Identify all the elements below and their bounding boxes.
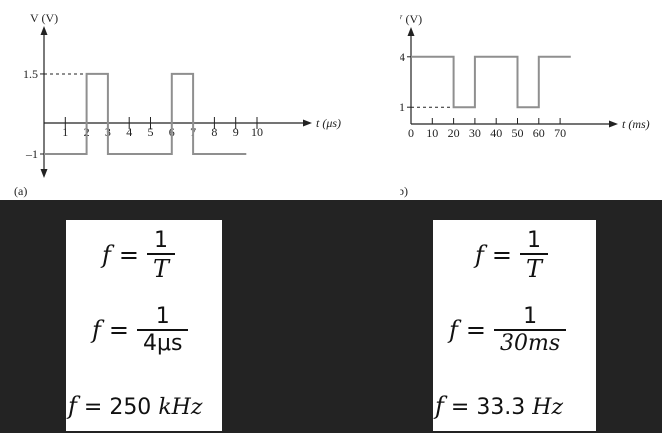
equation-b-1: f = 1 T [433,228,638,283]
numerator: 1 [155,304,170,329]
x-axis-label: t (ms) [622,117,650,131]
result-value: = 33.3 [450,395,533,420]
panel-label-b: (b) [400,184,408,198]
fraction: 1 30ms [494,304,567,356]
panel-label-a: (a) [14,184,27,198]
equation-a-1: f = 1 T [66,228,258,283]
x-tick-label: 8 [211,125,217,139]
y-tick-label: –1 [25,147,38,161]
x-tick-label: 70 [554,126,566,140]
numerator: 1 [527,228,541,253]
y-tick-label: 1.5 [23,67,38,81]
x-tick-label: 10 [251,125,263,139]
lhs-f: f [92,315,101,344]
result-unit: kHz [158,395,203,420]
y-axis-arrow-up [407,27,415,36]
y-tick-label: 4 [400,50,405,64]
y-tick-label: 1 [400,100,405,114]
equals-sign: = [108,315,129,344]
chart-b: V (V) t (ms) (b) 4 10 10 20 30 40 50 60 70 [400,12,650,198]
fraction-bar [137,329,189,331]
waveform-a [44,72,247,155]
result-lhs-f: f [435,392,444,420]
x-tick-label: 30 [469,126,481,140]
solution-b-box: f = 1 T f = 1 30ms f = 33.3 Hz [433,220,596,431]
x-axis-arrow [303,119,312,127]
x-tick-label: 0 [408,126,414,140]
denominator: T [153,254,170,283]
waveform-b [411,55,571,109]
fraction: 1 T [147,228,176,283]
x-tick-label: 60 [533,126,545,140]
solution-a-box: f = 1 T f = 1 4μs f = 250 kHz [66,220,222,431]
equals-sign: = [118,241,139,270]
x-tick-label: 5 [148,125,154,139]
x-tick-label: 1 [62,125,68,139]
x-tick-label: 10 [426,126,438,140]
equation-b-2: f = 1 30ms [433,304,612,356]
lhs-f: f [449,315,458,344]
result-value: = 250 [83,395,159,420]
x-tick-label: 40 [490,126,502,140]
x-tick-label: 4 [126,125,132,139]
denominator: 4μs [143,330,183,356]
lhs-f: f [475,241,484,270]
x-axis-label: t (μs) [316,116,341,130]
y-axis-label: V (V) [400,12,422,26]
result-a: f = 250 kHz [66,392,224,420]
x-tick-label: 9 [233,125,239,139]
result-lhs-f: f [68,392,77,420]
y-axis-label: V (V) [30,11,58,25]
fraction-bar [494,329,567,331]
numerator: 1 [154,228,168,253]
result-b: f = 33.3 Hz [433,392,598,420]
x-tick-label: 50 [512,126,524,140]
fraction-bar [520,253,549,255]
fraction-bar [147,253,176,255]
equals-sign: = [491,241,512,270]
equation-a-2: f = 1 4μs [66,304,248,356]
numerator: 1 [523,304,538,329]
result-unit: Hz [532,395,564,420]
x-axis-arrow [609,120,618,128]
x-tick-label: 20 [448,126,460,140]
fraction: 1 T [520,228,549,283]
lhs-f: f [102,241,111,270]
fraction: 1 4μs [137,304,189,356]
y-axis-arrow-down [40,169,48,178]
denominator: T [526,254,543,283]
y-axis-arrow-up [40,26,48,35]
denominator: 30ms [500,330,561,356]
equals-sign: = [465,315,486,344]
